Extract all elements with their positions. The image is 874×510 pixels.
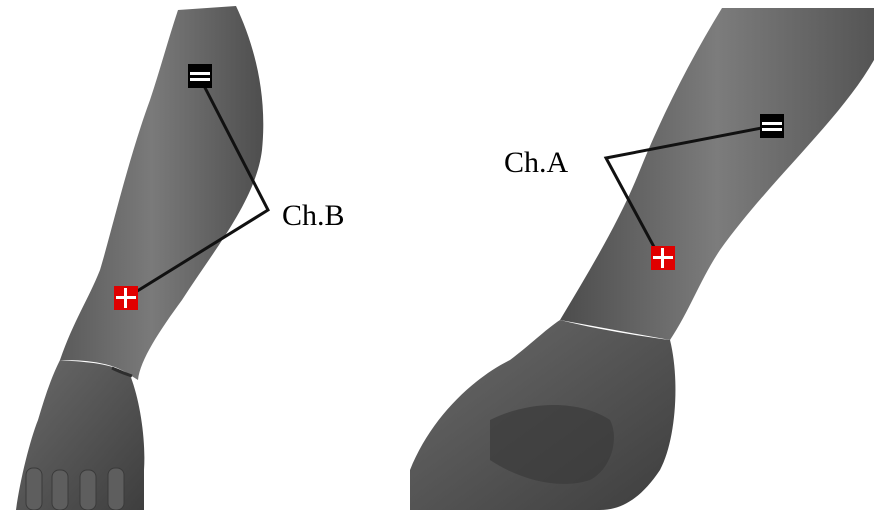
positive-electrode-ch-b bbox=[114, 286, 138, 310]
negative-electrode-ch-a bbox=[760, 114, 784, 138]
ch-a-label: Ch.A bbox=[504, 146, 569, 179]
left-panel: Ch.B bbox=[16, 6, 345, 510]
left-forearm bbox=[60, 6, 263, 380]
right-panel: Ch.A bbox=[410, 8, 874, 510]
negative-electrode-ch-b bbox=[188, 64, 212, 88]
positive-electrode-ch-a bbox=[651, 246, 675, 270]
right-forearm bbox=[560, 8, 874, 340]
ch-b-label: Ch.B bbox=[282, 199, 345, 232]
